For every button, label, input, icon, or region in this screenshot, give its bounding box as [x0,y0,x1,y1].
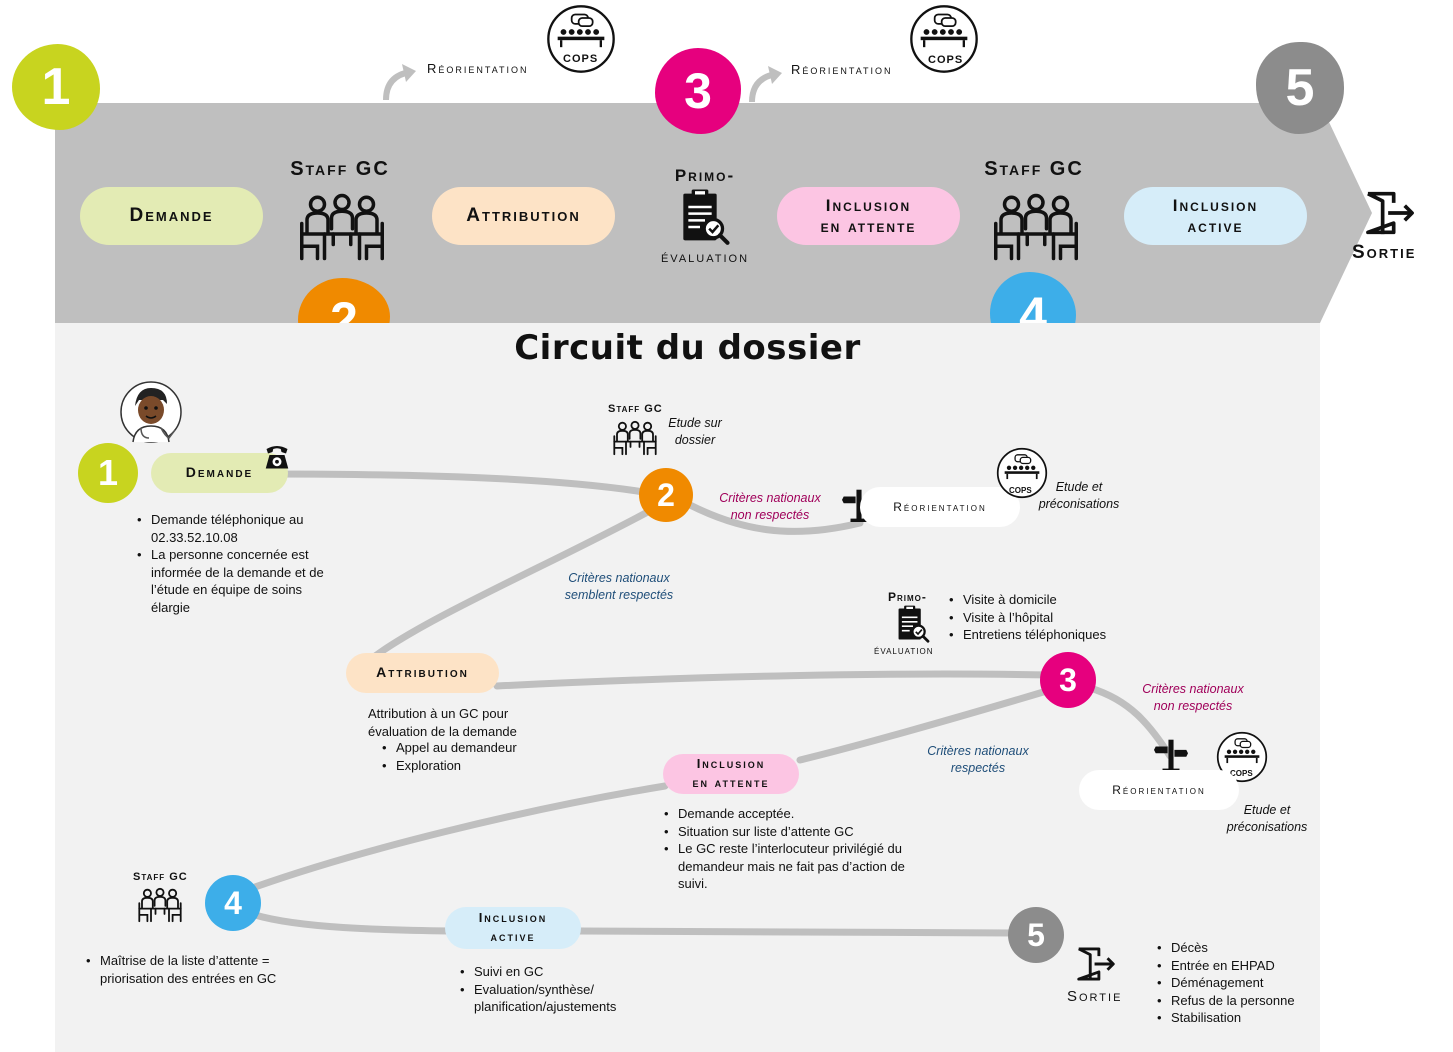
circuit-evaluation-label: évaluation [874,645,934,657]
bullet-item: La personne concernée est informée de la… [137,546,336,616]
etude-preconisations-2: Etude et préconisations [1226,803,1308,834]
attribution-bullets: Appel au demandeur Exploration [382,739,576,774]
bullet-item: Stabilisation [1157,1009,1331,1027]
circuit-primo-label: Primo- [888,590,927,604]
bullet-item: Maîtrise de la liste d’attente = prioris… [86,952,310,987]
circuit-title: Circuit du dossier [514,328,861,368]
criteres-respectes: Critères nationaux respectés [927,744,1029,775]
etude-dossier-note: Etude sur dossier [668,416,722,447]
bullet-item: Demande acceptée. [664,805,918,823]
cops-label: COPS [1009,486,1032,495]
etude-preconisations-1: Etude et préconisations [1038,480,1120,511]
bullet-item: Visite à l’hôpital [949,609,1163,627]
circuit-staff-label-2: Staff GC [133,871,188,883]
clipboard-evaluation-icon [895,604,931,644]
banner-demande-pill: Demande [80,187,263,245]
bullet-item: Exploration [382,757,576,775]
banner-step-5: 5 [1256,42,1344,134]
criteres-semblent-respectes: Critères nationaux semblent respectés [564,571,674,602]
bullet-item: Appel au demandeur [382,739,576,757]
attribution-text: Attribution à un GC pour évaluation de l… [368,706,517,739]
sortie-bullets: Décès Entrée en EHPAD Déménagement Refus… [1157,939,1331,1027]
bullet-item: Visite à domicile [949,591,1163,609]
criteres-non-respectes-1: Critères nationaux non respectés [719,491,821,522]
exit-door-icon [1074,946,1118,982]
cops-label: COPS [563,53,599,65]
banner-reorientation-2: Réorientation [791,62,893,77]
criteres-non-respectes-2: Critères nationaux non respectés [1142,682,1244,713]
bullet-item: Demande téléphonique au 02.33.52.10.08 [137,511,336,546]
bullet-item: Refus de la personne [1157,992,1331,1010]
banner-step-3: 3 [655,48,741,134]
banner-primo-label: Primo- [674,166,736,185]
banner-reorientation-1: Réorientation [427,61,529,76]
inclusion-active-bullets: Suivi en GC Evaluation/synthèse/ planifi… [460,963,644,1016]
circuit-staff-label-1: Staff GC [608,403,663,415]
signpost-icon [1154,736,1188,774]
cops-label: COPS [928,54,964,66]
bullet-item: Le GC reste l’interlocuteur privilégié d… [664,840,918,893]
circuit-step-3: 3 [1040,652,1096,708]
bullet-item: Suivi en GC [460,963,644,981]
banner-attribution-pill: Attribution [432,187,615,245]
banner-step-1: 1 [12,44,100,130]
cops-label: COPS [1230,769,1253,778]
bullet-item: Situation sur liste d’attente GC [664,823,918,841]
circuit-step-4: 4 [205,875,261,931]
circuit-step-1: 1 [78,443,138,503]
banner-evaluation-label: évaluation [660,249,750,266]
inclusion-attente-bullets: Demande acceptée. Situation sur liste d’… [664,805,918,893]
telephone-icon [262,443,292,473]
bullet-item: Déménagement [1157,974,1331,992]
bullet-item: Décès [1157,939,1331,957]
primo-bullets: Visite à domicile Visite à l’hôpital Ent… [949,591,1163,644]
bullet-item: Evaluation/synthèse/ planification/ajust… [460,981,644,1016]
circuit-step-2: 2 [639,468,693,522]
doctor-avatar [119,380,187,444]
meeting-icon [612,420,658,456]
circuit-demande-pill: Demande [151,453,288,493]
circuit-sortie-label: Sortie [1067,988,1123,1005]
staff-bullets: Maîtrise de la liste d’attente = prioris… [86,952,310,987]
demande-bullets: Demande téléphonique au 02.33.52.10.08 L… [137,511,336,616]
banner-sortie-label: Sortie [1352,242,1417,263]
bullet-item: Entrée en EHPAD [1157,957,1331,975]
circuit-reorientation-pill-1: Réorientation [860,487,1020,527]
circuit-step-5: 5 [1008,907,1064,963]
banner-staff-label-2: Staff GC [984,158,1084,180]
meeting-icon [137,887,183,923]
banner-staff-label-1: Staff GC [290,158,390,180]
bullet-item: Entretiens téléphoniques [949,626,1163,644]
circuit-reorientation-pill-2: Réorientation [1079,770,1239,810]
circuit-attribution-pill: Attribution [346,653,499,693]
